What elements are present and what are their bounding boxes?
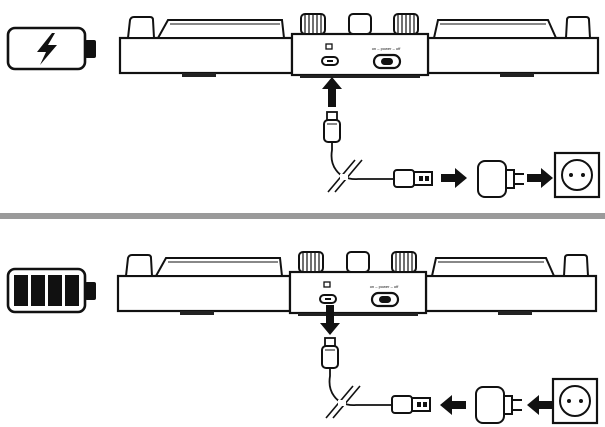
dj-controller: [118, 12, 600, 80]
arrow-left-icon: [527, 395, 553, 415]
connect-arrow-up-icon: [322, 77, 342, 107]
usb-cable-assembly: [320, 336, 599, 425]
arrow-left-icon: [440, 395, 466, 415]
usb-cable-assembly: [322, 110, 601, 199]
section-divider: [0, 213, 605, 219]
dj-controller: [116, 250, 598, 318]
power-switch-label: on – power – off: [370, 284, 400, 289]
arrow-right-icon: [441, 168, 467, 188]
panel-charging: on – power – off: [6, 12, 601, 199]
panel-charged: on – power – off: [6, 250, 599, 425]
battery-full-icon: [6, 267, 98, 314]
arrow-right-icon: [527, 168, 553, 188]
power-switch-label: on – power – off: [372, 46, 402, 51]
battery-charging-icon: [6, 26, 98, 71]
